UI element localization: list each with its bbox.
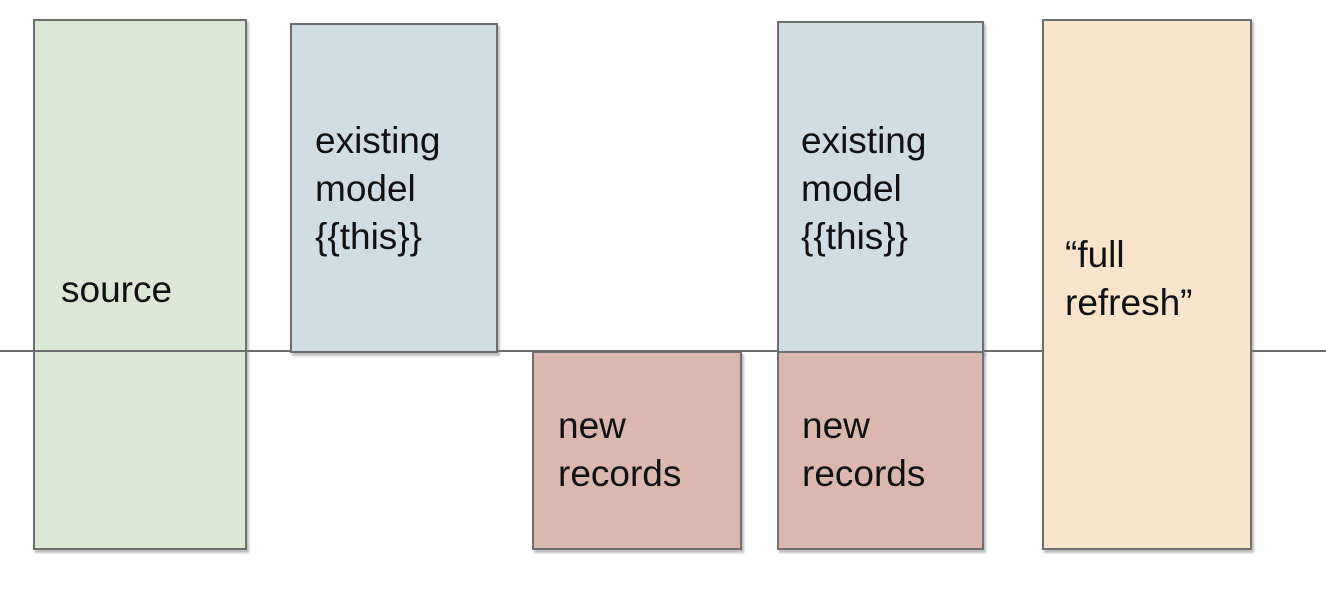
- new-records-label-1: new records: [558, 405, 682, 494]
- source-box: source: [33, 19, 247, 550]
- full-refresh-box: “full refresh”: [1042, 19, 1252, 550]
- new-records-label-2: new records: [802, 405, 926, 494]
- full-refresh-label: “full refresh”: [1065, 234, 1193, 323]
- new-records-box-2: new records: [777, 351, 984, 550]
- existing-model-box-1: existing model {{this}}: [290, 23, 498, 353]
- new-records-box-1: new records: [532, 351, 742, 550]
- existing-model-box-2: existing model {{this}}: [777, 21, 984, 353]
- existing-model-label-1: existing model {{this}}: [315, 120, 441, 257]
- source-label: source: [61, 269, 173, 310]
- existing-model-label-2: existing model {{this}}: [801, 120, 927, 257]
